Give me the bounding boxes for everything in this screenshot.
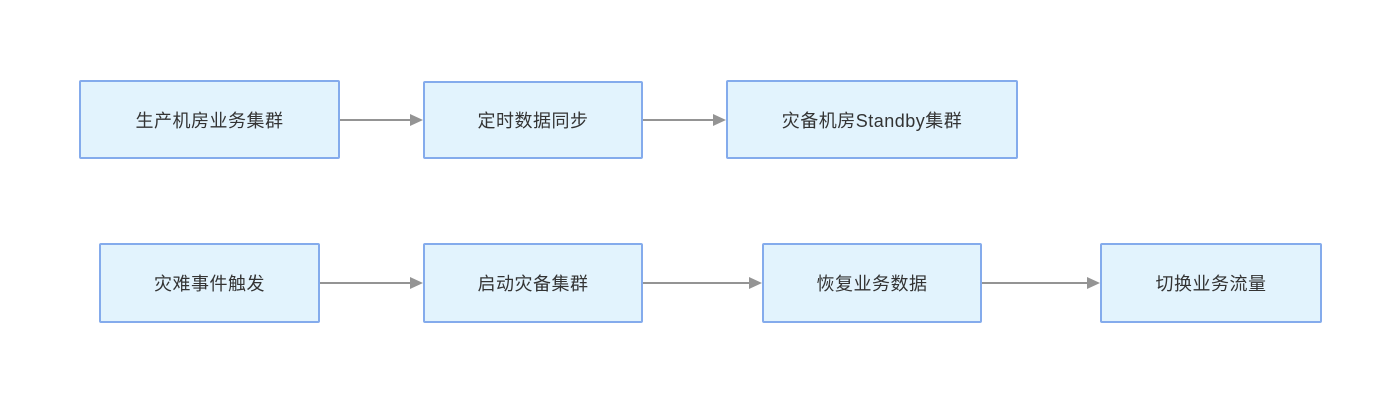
arrow-production-to-sync	[340, 114, 423, 126]
arrow-line	[340, 119, 410, 121]
arrow-head-icon	[1087, 277, 1100, 289]
node-label: 生产机房业务集群	[135, 110, 284, 131]
node-label: 灾难事件触发	[154, 274, 265, 294]
arrow-sync-to-standby	[643, 114, 726, 126]
arrow-line	[643, 119, 713, 121]
arrow-head-icon	[713, 114, 726, 126]
node-disaster-trigger: 灾难事件触发	[99, 243, 320, 323]
arrow-head-icon	[410, 114, 423, 126]
arrow-trigger-to-start	[320, 277, 423, 289]
node-label: 定时数据同步	[477, 111, 589, 131]
arrow-head-icon	[749, 277, 762, 289]
arrow-line	[982, 282, 1087, 284]
node-scheduled-sync: 定时数据同步	[423, 81, 643, 159]
node-restore-data: 恢复业务数据	[762, 243, 982, 323]
node-switch-traffic: 切换业务流量	[1100, 243, 1322, 323]
node-production-cluster: 生产机房业务集群	[79, 80, 340, 159]
node-start-dr-cluster: 启动灾备集群	[423, 243, 643, 323]
arrow-restore-to-switch	[982, 277, 1100, 289]
arrow-head-icon	[410, 277, 423, 289]
node-standby-cluster: 灾备机房Standby集群	[726, 80, 1018, 159]
node-label: 切换业务流量	[1155, 274, 1267, 294]
arrow-line	[320, 282, 410, 284]
arrow-line	[643, 282, 749, 284]
arrow-start-to-restore	[643, 277, 762, 289]
node-label: 启动灾备集群	[477, 274, 589, 294]
node-label: 灾备机房Standby集群	[781, 110, 963, 131]
node-label: 恢复业务数据	[816, 274, 928, 294]
